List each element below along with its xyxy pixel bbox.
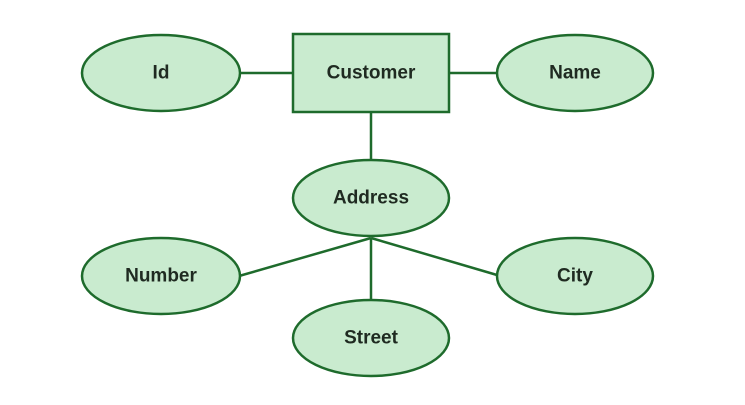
attribute-number: Number — [80, 236, 242, 316]
attribute-ellipse — [291, 298, 451, 378]
entity-customer: Customer — [291, 32, 451, 114]
attribute-ellipse — [495, 236, 655, 316]
attribute-label: Id — [153, 63, 170, 84]
attribute-ellipse — [291, 158, 451, 238]
entity-box — [291, 32, 451, 114]
attribute-ellipse — [80, 33, 242, 113]
attribute-ellipse — [495, 33, 655, 113]
attribute-street: Street — [291, 298, 451, 378]
attribute-label: Street — [344, 328, 399, 349]
attribute-label: Name — [549, 63, 601, 84]
connector-address-number — [238, 236, 372, 278]
entity-label: Customer — [327, 63, 416, 84]
connector-address-city — [370, 236, 498, 277]
attribute-id: Id — [80, 33, 242, 113]
attribute-city: City — [495, 236, 655, 316]
attribute-label: City — [557, 266, 593, 287]
attribute-name: Name — [495, 33, 655, 113]
attribute-address: Address — [291, 158, 451, 238]
attribute-ellipse — [80, 236, 242, 316]
attribute-label: Address — [333, 188, 409, 209]
attribute-label: Number — [125, 266, 197, 287]
